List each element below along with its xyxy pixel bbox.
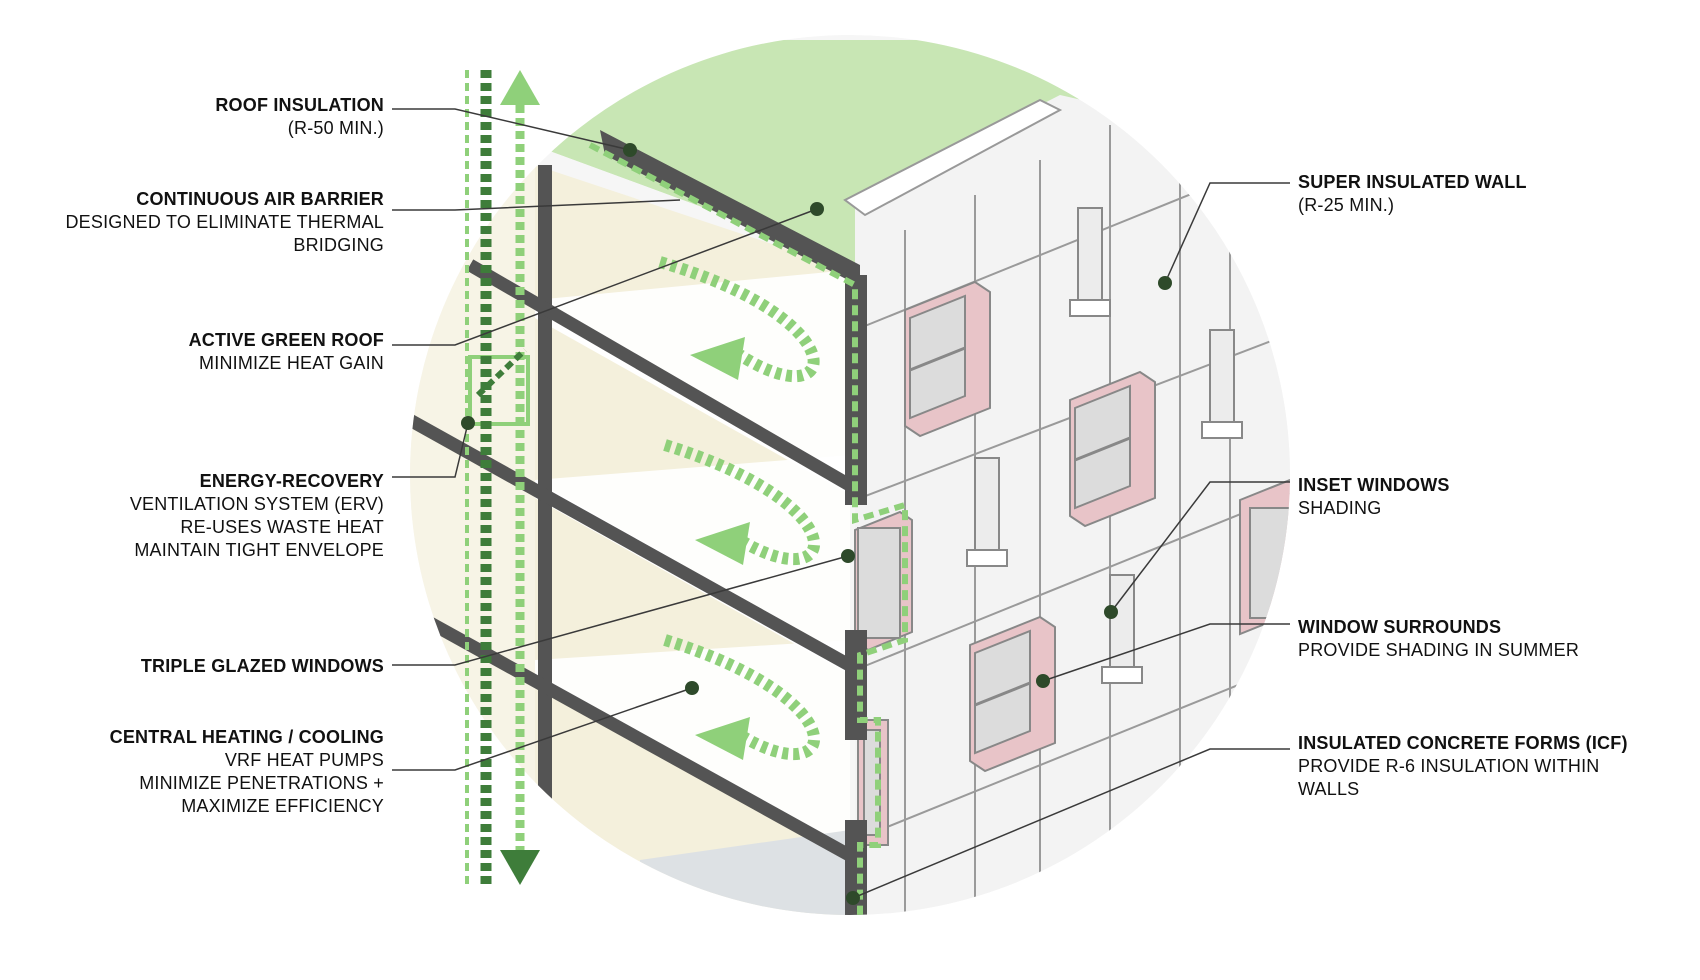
triple-glazed-title: TRIPLE GLAZED WINDOWS <box>140 656 384 676</box>
vertical-ventilation-arrows <box>465 70 540 885</box>
label-continuous-air-barrier: CONTINUOUS AIR BARRIER DESIGNED TO ELIMI… <box>65 188 384 257</box>
label-energy-recovery: ENERGY-RECOVERY VENTILATION SYSTEM (ERV)… <box>130 470 384 562</box>
erv-desc-3: MAINTAIN TIGHT ENVELOPE <box>134 540 384 560</box>
label-window-surrounds: WINDOW SURROUNDS PROVIDE SHADING IN SUMM… <box>1298 616 1579 662</box>
label-super-insulated-wall: SUPER INSULATED WALL (R-25 MIN.) <box>1298 171 1527 217</box>
label-inset-windows: INSET WINDOWS SHADING <box>1298 474 1450 520</box>
super-wall-title: SUPER INSULATED WALL <box>1298 172 1527 192</box>
heating-cooling-desc-3: MAXIMIZE EFFICIENCY <box>181 796 384 816</box>
callout-dots <box>461 143 1172 905</box>
heating-cooling-title: CENTRAL HEATING / COOLING <box>109 727 384 747</box>
air-barrier-desc-1: DESIGNED TO ELIMINATE THERMAL <box>65 212 384 232</box>
label-roof-insulation: ROOF INSULATION (R-50 MIN.) <box>215 94 384 140</box>
heating-cooling-desc-1: VRF HEAT PUMPS <box>224 750 384 770</box>
icf-title: INSULATED CONCRETE FORMS (ICF) <box>1298 733 1628 753</box>
inset-windows-title: INSET WINDOWS <box>1298 475 1450 495</box>
super-wall-desc: (R-25 MIN.) <box>1298 195 1395 215</box>
roof-insulation-title: ROOF INSULATION <box>215 95 384 115</box>
heating-cooling-desc-2: MINIMIZE PENETRATIONS + <box>139 773 384 793</box>
erv-unit <box>468 355 530 426</box>
label-triple-glazed-windows: TRIPLE GLAZED WINDOWS <box>141 655 384 678</box>
inset-windows-desc: SHADING <box>1298 498 1382 518</box>
window-surrounds-desc: PROVIDE SHADING IN SUMMER <box>1298 640 1580 660</box>
label-active-green-roof: ACTIVE GREEN ROOF MINIMIZE HEAT GAIN <box>189 329 384 375</box>
icf-desc-2: WALLS <box>1298 779 1360 799</box>
air-barrier-title: CONTINUOUS AIR BARRIER <box>136 189 384 209</box>
air-barrier-desc-2: BRIDGING <box>293 235 384 255</box>
facade-windows <box>854 207 1290 846</box>
window-surrounds-title: WINDOW SURROUNDS <box>1298 617 1502 637</box>
icf-desc-1: PROVIDE R-6 INSULATION WITHIN <box>1298 756 1600 776</box>
erv-desc-1: VENTILATION SYSTEM (ERV) <box>129 494 384 514</box>
green-roof-desc: MINIMIZE HEAT GAIN <box>199 353 384 373</box>
roof-insulation-desc: (R-50 MIN.) <box>287 118 384 138</box>
green-roof-title: ACTIVE GREEN ROOF <box>188 330 384 350</box>
air-barrier-dash <box>588 142 908 915</box>
erv-title: ENERGY-RECOVERY <box>199 471 384 491</box>
heat-flow-arrows <box>658 256 820 761</box>
leader-lines <box>392 108 1290 899</box>
label-central-heating-cooling: CENTRAL HEATING / COOLING VRF HEAT PUMPS… <box>110 726 384 818</box>
label-insulated-concrete-forms: INSULATED CONCRETE FORMS (ICF) PROVIDE R… <box>1298 732 1628 801</box>
erv-desc-2: RE-USES WASTE HEAT <box>180 517 384 537</box>
